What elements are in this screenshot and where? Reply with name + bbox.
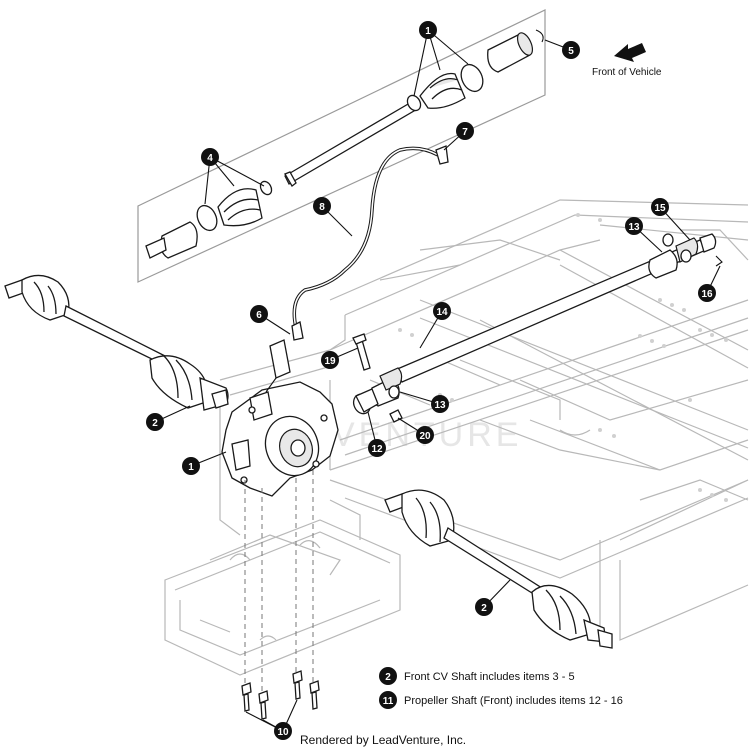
callout-5: 5	[562, 41, 580, 59]
callout-3: 1	[419, 21, 437, 39]
svg-text:7: 7	[462, 127, 468, 138]
callout-19: 19	[321, 351, 339, 369]
svg-text:1: 1	[188, 462, 194, 473]
callout-13-front: 13	[431, 395, 449, 413]
callout-7: 7	[456, 122, 474, 140]
svg-text:13: 13	[434, 400, 446, 411]
note-propeller-shaft: 11 Propeller Shaft (Front) includes item…	[379, 691, 623, 709]
callout-10: 10	[274, 722, 292, 740]
mounting-bolts	[241, 470, 320, 720]
callout-12: 12	[368, 439, 386, 457]
callout-6: 6	[250, 305, 268, 323]
callout-8: 8	[313, 197, 331, 215]
callout-16: 16	[698, 284, 716, 302]
callout-2-upper: 2	[146, 413, 164, 431]
front-cv-shaft-inset	[137, 9, 546, 283]
svg-text:2: 2	[152, 418, 158, 429]
svg-text:13: 13	[628, 222, 640, 233]
callout-4: 4	[201, 148, 219, 166]
legend-notes: 2 Front CV Shaft includes items 3 - 5 11…	[379, 667, 623, 709]
front-arrow-icon	[614, 43, 646, 62]
vehicle-frame	[164, 199, 749, 676]
credit-line: Rendered by LeadVenture, Inc.	[300, 733, 466, 747]
note-front-cv-shaft: 2 Front CV Shaft includes items 3 - 5	[379, 667, 575, 685]
svg-text:6: 6	[256, 310, 262, 321]
front-gear-case	[221, 339, 339, 497]
front-direction-indicator: Front of Vehicle	[592, 43, 662, 78]
leader-lines	[154, 29, 721, 732]
breather-hose	[291, 145, 449, 341]
left-cv-shaft	[4, 274, 229, 411]
front-of-vehicle-label: Front of Vehicle	[592, 67, 662, 78]
svg-text:1: 1	[425, 26, 431, 37]
svg-text:20: 20	[419, 431, 431, 442]
svg-text:4: 4	[207, 153, 213, 164]
svg-text:14: 14	[436, 307, 448, 318]
right-cv-shaft	[384, 489, 613, 649]
propeller-shaft	[352, 233, 723, 423]
callout-badges: 1 5 4 7 8 15 13 16 6 14 19 13 2 20 12 1 …	[146, 21, 716, 740]
svg-text:15: 15	[654, 203, 666, 214]
svg-text:8: 8	[319, 202, 325, 213]
svg-text:Front CV Shaft includes items: Front CV Shaft includes items 3 - 5	[404, 671, 575, 683]
callout-14: 14	[433, 302, 451, 320]
callout-1: 1	[182, 457, 200, 475]
svg-text:5: 5	[568, 46, 574, 57]
svg-text:16: 16	[701, 289, 713, 300]
svg-text:11: 11	[383, 696, 394, 707]
callout-15: 15	[651, 198, 669, 216]
svg-text:Propeller Shaft (Front) includ: Propeller Shaft (Front) includes items 1…	[404, 695, 623, 707]
svg-text:12: 12	[371, 444, 383, 455]
svg-text:10: 10	[277, 727, 289, 738]
svg-text:2: 2	[385, 672, 391, 683]
callout-2-lower: 2	[475, 598, 493, 616]
svg-text:2: 2	[481, 603, 487, 614]
callout-20: 20	[416, 426, 434, 444]
callout-13-rear: 13	[625, 217, 643, 235]
svg-text:19: 19	[324, 356, 336, 367]
